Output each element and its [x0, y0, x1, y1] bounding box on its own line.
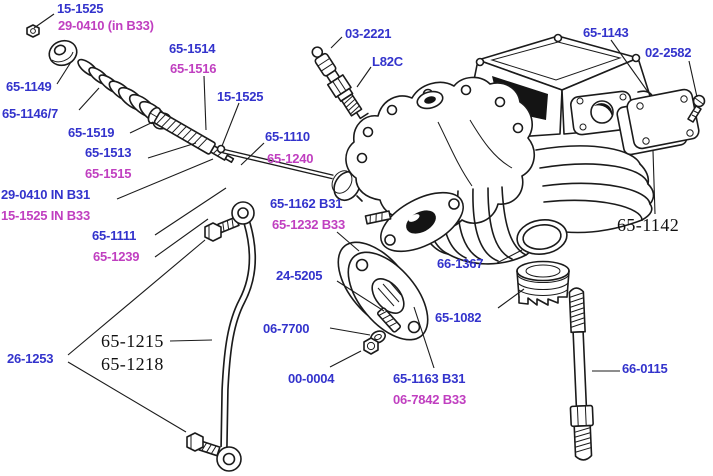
valve-nut-sketch	[27, 25, 39, 37]
cover-screw-sketch	[688, 96, 705, 123]
part-label-06-7842-b33-29: 06-7842 B33	[393, 392, 466, 407]
part-label-65-1082-25: 65-1082	[435, 310, 482, 325]
leader-line-23	[68, 240, 205, 355]
part-label-65-1149-2: 65-1149	[6, 79, 52, 94]
part-label-15-1525-in-b33-11: 15-1525 IN B33	[1, 208, 90, 223]
part-label-65-1146-7-3: 65-1146/7	[2, 106, 59, 121]
part-label-00-0004-27: 00-0004	[288, 371, 335, 386]
leader-line-21	[330, 351, 361, 367]
leader-line-24	[68, 362, 186, 432]
part-label-65-1514-4: 65-1514	[169, 41, 216, 56]
part-label-65-1163-b31-28: 65-1163 B31	[393, 371, 466, 386]
leader-line-15	[653, 151, 655, 214]
part-label-65-1111-14: 65-1111	[92, 228, 137, 243]
cylinder-head-sketch	[346, 35, 654, 264]
leader-line-20	[330, 328, 370, 335]
part-label-29-0410-in-b31-10: 29-0410 IN B31	[1, 187, 90, 202]
leader-line-10	[155, 219, 208, 257]
spark-plug-sketch	[307, 43, 368, 123]
valve-sketch	[218, 146, 366, 206]
leader-line-22	[414, 307, 434, 368]
leader-line-5	[222, 103, 239, 146]
part-label-03-2221-16: 03-2221	[345, 26, 392, 41]
spring-collar-sketch	[46, 37, 81, 70]
part-label-15-1525-0: 15-1525	[57, 1, 104, 16]
threaded-ring-sketch	[517, 262, 569, 306]
leader-line-19	[498, 289, 524, 308]
leader-line-25	[170, 340, 212, 341]
part-label-65-1513-8: 65-1513	[85, 145, 132, 160]
o-ring-sketch	[515, 217, 569, 258]
leader-line-11	[331, 37, 342, 48]
leader-line-17	[337, 281, 384, 311]
inspection-cover-sketch	[616, 88, 700, 156]
part-label-65-1519-7: 65-1519	[68, 125, 115, 140]
leader-line-14	[689, 61, 697, 97]
part-label-65-1110-12: 65-1110	[265, 129, 310, 144]
leader-line-12	[357, 67, 371, 87]
part-label-65-1240-13: 65-1240	[267, 151, 314, 166]
part-label-15-1525-6: 15-1525	[217, 89, 264, 104]
leader-line-1	[57, 62, 71, 84]
banjo-bolt-lower-sketch	[199, 441, 220, 455]
leader-line-16	[337, 232, 359, 251]
head-carb-flange-sketch	[365, 181, 472, 264]
part-label-65-1215-31: 65-1215	[101, 331, 164, 351]
valve-stem-nut-sketch	[218, 146, 225, 153]
leader-line-18	[497, 250, 522, 263]
part-label-02-2582-19: 02-2582	[645, 45, 692, 60]
part-label-66-1367-23: 66-1367	[437, 256, 484, 271]
leader-line-13	[611, 40, 648, 92]
flange-stud-sketch	[377, 307, 401, 332]
part-label-29-0410-in-b33--1: 29-0410 (in B33)	[58, 18, 154, 33]
part-label-66-0115-33: 66-0115	[622, 361, 668, 376]
leader-line-2	[79, 88, 99, 110]
rocker-spindle-sketch	[146, 106, 237, 168]
part-label-65-1162-b31-21: 65-1162 B31	[270, 196, 343, 211]
part-label-65-1515-9: 65-1515	[85, 166, 132, 181]
leader-line-8	[241, 143, 264, 165]
leader-lines	[34, 14, 697, 432]
part-label-06-7700-26: 06-7700	[263, 321, 310, 336]
part-label-24-5205-24: 24-5205	[276, 268, 323, 283]
leader-line-7	[117, 159, 213, 199]
part-label-65-1232-b33-22: 65-1232 B33	[272, 217, 345, 232]
part-label-65-1142-20: 65-1142	[617, 215, 680, 235]
part-label-65-1143-18: 65-1143	[583, 25, 629, 40]
part-label-l82c-17: L82C	[372, 54, 403, 69]
leader-line-9	[155, 188, 226, 235]
leader-line-6	[148, 143, 196, 158]
long-stud-sketch	[565, 288, 594, 461]
adapter-flange-sketch	[323, 228, 443, 354]
part-label-65-1516-5: 65-1516	[170, 61, 217, 76]
part-label-26-1253-30: 26-1253	[7, 351, 54, 366]
leader-line-3	[130, 122, 153, 133]
leader-line-0	[34, 14, 54, 28]
flange-nut-sketch	[364, 338, 378, 354]
oil-pipe-sketch	[187, 202, 254, 471]
leader-line-4	[204, 76, 206, 130]
part-label-65-1239-15: 65-1239	[93, 249, 140, 264]
part-label-65-1218-32: 65-1218	[101, 354, 164, 374]
